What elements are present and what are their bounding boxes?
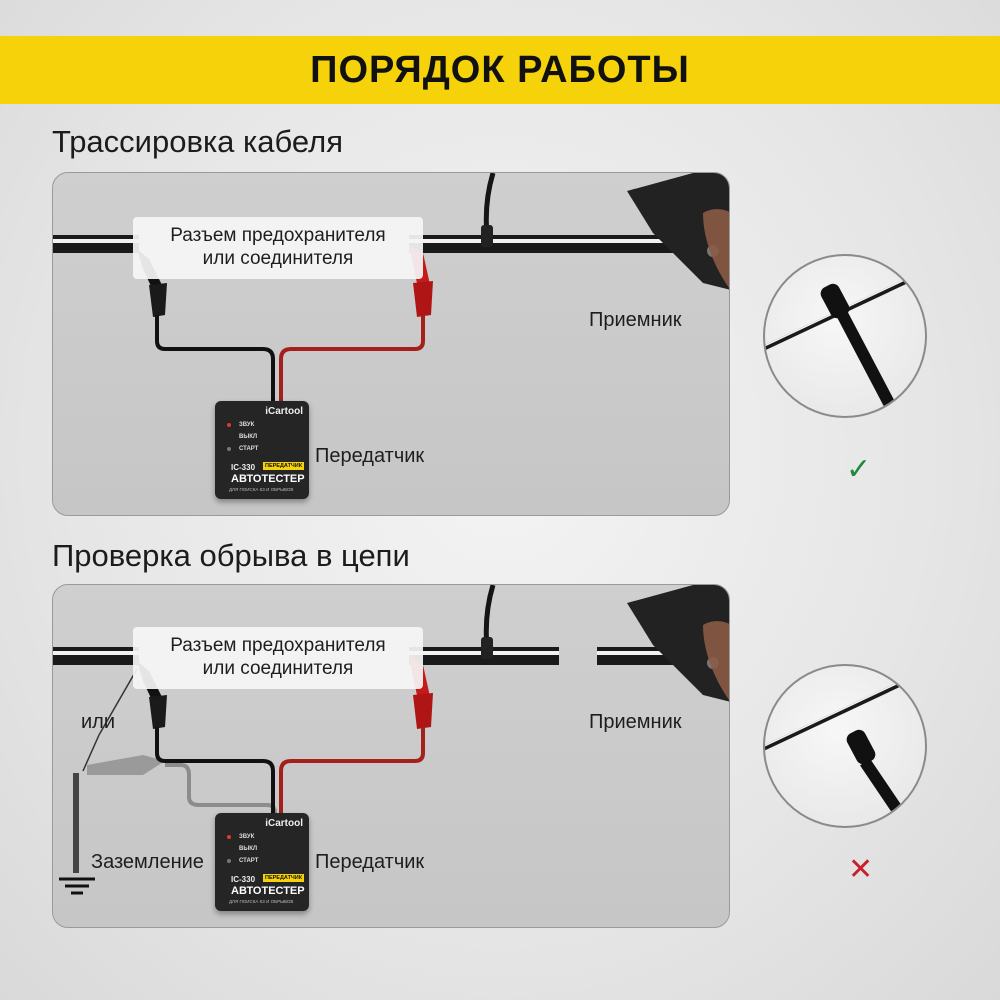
check-icon: ✓ bbox=[846, 452, 871, 487]
wiring-diagram bbox=[53, 173, 729, 405]
connector-label-line1: Разъем предохранителя bbox=[170, 225, 386, 246]
red-wire bbox=[279, 315, 425, 405]
connector-label: Разъем предохранителя или соединителя bbox=[133, 217, 423, 279]
pointer-line bbox=[82, 734, 100, 772]
device-model: IC-330 bbox=[231, 463, 256, 472]
ground-clip bbox=[87, 755, 277, 817]
or-label: или bbox=[81, 711, 116, 733]
check-symbol: ✓ bbox=[846, 453, 872, 486]
device-title: АВТОТЕСТЕР bbox=[231, 473, 305, 485]
cross-icon: ✕ bbox=[848, 852, 873, 887]
connector-label: Разъем предохранителя или соединителя bbox=[133, 627, 423, 689]
device-option-sound: ЗВУК bbox=[239, 834, 255, 840]
ground-label: Заземление bbox=[91, 851, 204, 873]
transmitter-device: iCartool ЗВУК ВЫКЛ СТАРТ IC-330 ПЕРЕДАТЧ… bbox=[215, 401, 309, 499]
diagram-panel-open-circuit: Разъем предохранителя или соединителя ил… bbox=[52, 584, 730, 928]
device-option-start: СТАРТ bbox=[239, 858, 259, 864]
device-brand: iCartool bbox=[265, 406, 303, 417]
led-icon bbox=[227, 423, 231, 427]
receiver-label: Приемник bbox=[589, 309, 682, 331]
transmitter-device: iCartool ЗВУК ВЫКЛ СТАРТ IC-330 ПЕРЕДАТЧ… bbox=[215, 813, 309, 911]
button-icon bbox=[227, 859, 231, 863]
device-subtitle: ДЛЯ ПОИСКА КЗ И ОБРЫВОВ bbox=[229, 899, 294, 904]
page-title: ПОРЯДОК РАБОТЫ bbox=[310, 48, 690, 91]
cable-left bbox=[53, 235, 139, 253]
probe-tip bbox=[481, 637, 493, 659]
device-title: АВТОТЕСТЕР bbox=[231, 885, 305, 897]
connector-label-line2: или соединителя bbox=[202, 658, 354, 679]
connector-label-line2: или соединителя bbox=[202, 248, 354, 269]
section-title-open-circuit: Проверка обрыва в цепи bbox=[52, 538, 410, 573]
cable-left bbox=[53, 647, 139, 665]
diagram-panel-tracing: Разъем предохранителя или соединителя Пр… bbox=[52, 172, 730, 516]
cross-symbol: ✕ bbox=[848, 853, 874, 886]
device-model: IC-330 bbox=[231, 875, 256, 884]
probe-contact-detail bbox=[763, 254, 927, 418]
transmitter-label: Передатчик bbox=[315, 445, 425, 467]
connector-label-line1: Разъем предохранителя bbox=[170, 635, 386, 656]
black-wire bbox=[155, 727, 275, 817]
red-wire bbox=[279, 727, 425, 817]
transmitter-label: Передатчик bbox=[315, 851, 425, 873]
receiver-device bbox=[627, 173, 729, 290]
led-icon bbox=[227, 835, 231, 839]
device-option-off: ВЫКЛ bbox=[239, 434, 258, 440]
probe-tip bbox=[481, 225, 493, 247]
device-option-off: ВЫКЛ bbox=[239, 846, 258, 852]
device-option-sound: ЗВУК bbox=[239, 422, 255, 428]
device-brand: iCartool bbox=[265, 818, 303, 829]
device-subtitle: ДЛЯ ПОИСКА КЗ И ОБРЫВОВ bbox=[229, 487, 294, 492]
receiver-device bbox=[627, 585, 729, 702]
black-wire bbox=[155, 315, 275, 405]
section-title-tracing: Трассировка кабеля bbox=[52, 124, 344, 159]
receiver-label: Приемник bbox=[589, 711, 682, 733]
button-icon bbox=[227, 447, 231, 451]
header-banner: ПОРЯДОК РАБОТЫ bbox=[0, 36, 1000, 104]
device-option-start: СТАРТ bbox=[239, 446, 259, 452]
pointer-line bbox=[98, 668, 138, 736]
probe-no-contact-detail bbox=[763, 664, 927, 828]
ground-icon bbox=[59, 877, 95, 895]
ground-rod bbox=[73, 773, 79, 873]
device-tag: ПЕРЕДАТЧИК bbox=[263, 462, 305, 470]
device-tag: ПЕРЕДАТЧИК bbox=[263, 874, 305, 882]
